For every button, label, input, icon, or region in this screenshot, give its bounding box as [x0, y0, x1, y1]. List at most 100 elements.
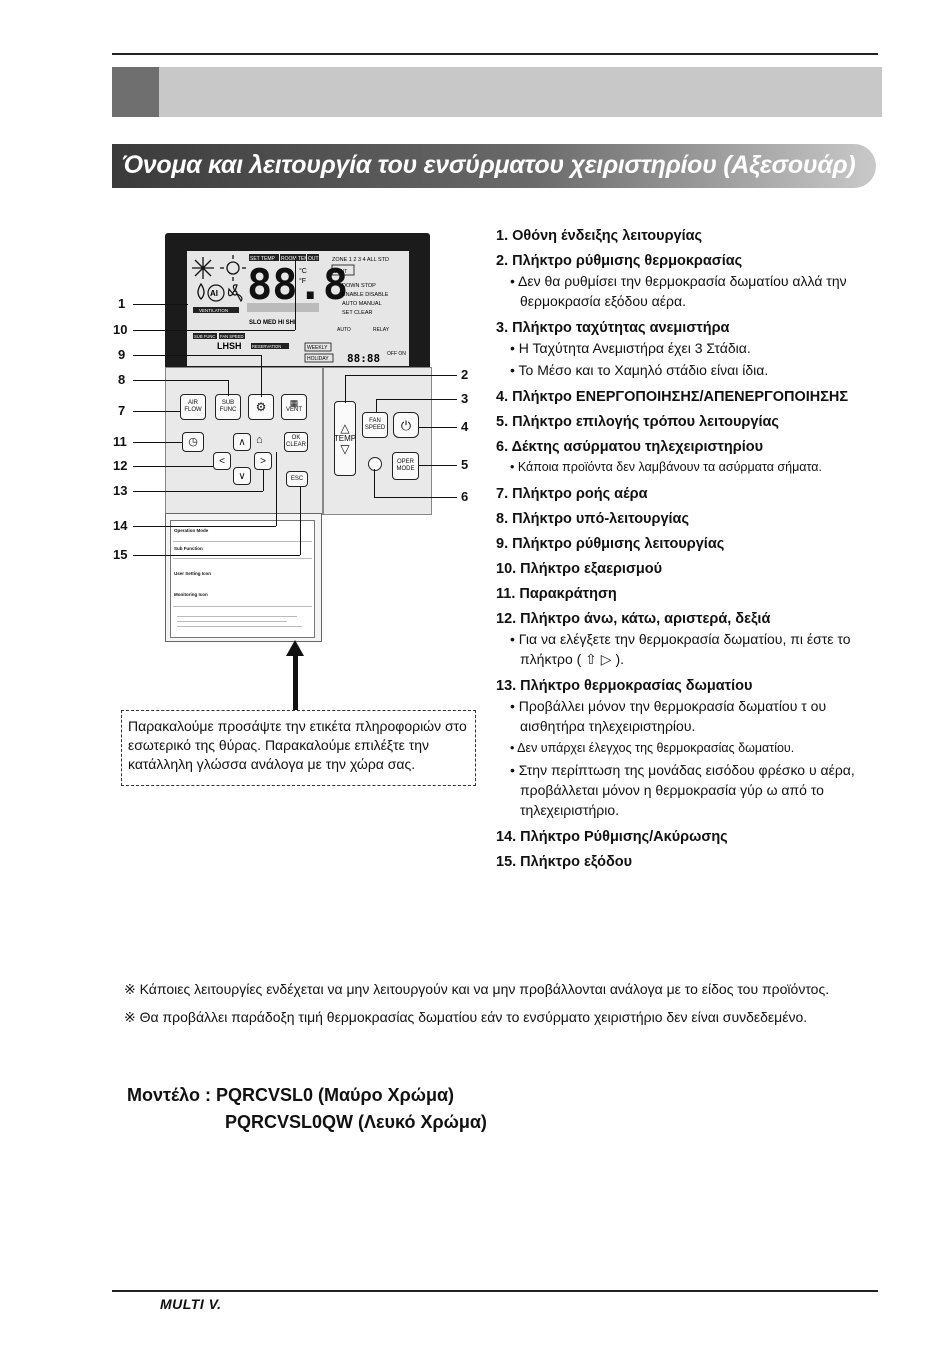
ai-icon	[207, 284, 225, 302]
wireless-receiver	[368, 457, 382, 471]
svg-text:°F: °F	[299, 277, 306, 285]
svg-text:SUB FUNC: SUB FUNC	[194, 334, 215, 339]
down-button[interactable]: ∨	[233, 467, 251, 485]
svg-text:AI: AI	[210, 289, 218, 298]
svg-text:RESERVATION: RESERVATION	[252, 344, 281, 349]
up-button[interactable]: ∧	[233, 433, 251, 451]
bottom-rule	[112, 1290, 878, 1292]
callout-11: 11	[113, 434, 127, 449]
list-item: 11. Παρακράτηση	[496, 586, 617, 602]
footnote: ※ Κάποιες λειτουργίες ενδέχεται να μην λ…	[124, 981, 830, 997]
arrow-up-icon	[286, 640, 304, 656]
power-icon: ⏻	[400, 417, 412, 433]
list-item: 2. Πλήκτρο ρύθμισης θερμοκρασίας• Δεν θα…	[496, 253, 847, 309]
callout-15: 15	[113, 547, 128, 562]
callout-8: 8	[118, 372, 126, 387]
list-item: 9. Πλήκτρο ρύθμισης λειτουργίας	[496, 536, 725, 552]
chevron-down-icon: ∨	[238, 470, 246, 482]
list-item: 4. Πλήκτρο ΕΝΕΡΓΟΠΟΙΗΣΗΣ/ΑΠΕΝΕΡΓΟΠΟΙΗΣΗΣ	[496, 389, 849, 405]
list-item: 6. Δέκτης ασύρματου τηλεχειριστηρίου• Κά…	[496, 439, 822, 474]
function-list: 1. Οθόνη ένδειξης λειτουργίας 2. Πλήκτρο…	[496, 228, 881, 879]
svg-text:ZONE 1 2 3 4 ALL STD: ZONE 1 2 3 4 ALL STD	[332, 257, 389, 263]
list-item: 12. Πλήκτρο άνω, κάτω, αριστερά, δεξιά• …	[496, 611, 851, 667]
callout-4: 4	[461, 419, 469, 434]
fan-icon	[227, 284, 243, 303]
callout-6: 6	[461, 489, 469, 504]
callout-5: 5	[461, 457, 469, 472]
chevron-left-icon: <	[219, 455, 225, 467]
svg-text:ROOM TEMP: ROOM TEMP	[281, 256, 312, 262]
chevron-up-icon: ∧	[238, 436, 246, 448]
callout-3: 3	[461, 391, 469, 406]
list-item: 7. Πλήκτρο ροής αέρα	[496, 486, 648, 502]
chevron-right-icon: >	[260, 455, 266, 467]
sub-func-button[interactable]: SUB FUNC	[215, 394, 241, 420]
multi-v-logo: MULTI V.	[160, 1296, 222, 1312]
list-item: 13. Πλήκτρο θερμοκρασίας δωματίου• Προβά…	[496, 678, 855, 818]
vent-button[interactable]: ▦VENT	[281, 394, 307, 420]
svg-text:OUT: OUT	[308, 256, 319, 262]
svg-text:°C: °C	[299, 267, 307, 275]
clock-icon: ◷	[188, 435, 198, 448]
svg-text:88:88: 88:88	[347, 352, 380, 365]
arrow-shaft	[293, 655, 298, 710]
svg-text:LHSH: LHSH	[217, 341, 242, 351]
svg-text:WEEKLY: WEEKLY	[307, 345, 328, 351]
title-banner: Όνομα και λειτουργία του ενσύρματου χειρ…	[112, 144, 876, 188]
fan-speed-button[interactable]: FAN SPEED	[362, 412, 388, 438]
temp-button[interactable]: △ TEMP ▽	[334, 401, 356, 476]
dry-icon	[197, 282, 205, 300]
callout-10: 10	[113, 322, 128, 337]
oper-mode-button[interactable]: OPER MODE	[392, 452, 419, 480]
list-item: 15. Πλήκτρο εξόδου	[496, 854, 633, 870]
footnote: ※ Θα προβάλλει παράδοξη τιμή θερμοκρασία…	[124, 1009, 808, 1025]
function-setting-button[interactable]: ⚙	[248, 394, 274, 420]
list-item: 5. Πλήκτρο επιλογής τρόπου λειτουργίας	[496, 414, 779, 430]
list-item: 10. Πλήκτρο εξαερισμού	[496, 561, 663, 577]
air-flow-button[interactable]: AIR FLOW	[180, 394, 206, 420]
callout-2: 2	[461, 367, 469, 382]
model-info: Μοντέλο : PQRCVSL0 (Μαύρο Χρώμα) PQRCVSL…	[127, 1085, 487, 1132]
svg-text:SET TEMP: SET TEMP	[250, 256, 275, 262]
power-button[interactable]: ⏻	[393, 412, 419, 438]
right-button[interactable]: >	[254, 452, 272, 470]
svg-text:SLO MED HI SHI: SLO MED HI SHI	[249, 320, 296, 326]
cooling-icon	[192, 257, 214, 279]
svg-text:AUTO: AUTO	[337, 327, 351, 333]
list-item: 8. Πλήκτρο υπό-λειτουργίας	[496, 511, 690, 527]
svg-text:VENT: VENT	[334, 269, 347, 275]
list-item: 14. Πλήκτρο Ρύθμισης/Ακύρωσης	[496, 829, 728, 845]
temperature-digits: 88.8	[247, 260, 348, 309]
svg-text:OFF ON: OFF ON	[387, 351, 406, 357]
section-header-tab	[112, 67, 159, 117]
footnotes: ※ Κάποιες λειτουργίες ενδέχεται να μην λ…	[124, 980, 884, 1036]
top-rule	[112, 53, 878, 55]
heating-icon	[220, 255, 246, 281]
callout-13: 13	[113, 483, 128, 498]
vent-icon: ▦	[289, 398, 299, 408]
esc-button[interactable]: ESC	[286, 471, 308, 487]
room-temp-icon: ⌂	[256, 434, 263, 446]
gear-icon: ⚙	[255, 399, 267, 414]
callout-9: 9	[118, 347, 126, 362]
left-button[interactable]: <	[213, 452, 231, 470]
callout-1: 1	[118, 296, 126, 311]
page-title: Όνομα και λειτουργία του ενσύρματου χειρ…	[122, 151, 856, 179]
ok-clear-button[interactable]: OK CLEAR	[284, 432, 308, 452]
svg-text:SET CLEAR: SET CLEAR	[342, 310, 372, 316]
callout-12: 12	[113, 458, 128, 473]
temp-up-icon: △	[340, 420, 350, 435]
info-sticker: Operation Mode Sub Function User Setting…	[170, 520, 315, 638]
list-item: 3. Πλήκτρο ταχύτητας ανεμιστήρα• Η Ταχύτ…	[496, 320, 769, 378]
svg-text:HOLIDAY: HOLIDAY	[307, 356, 329, 362]
operation-display-lcd: AI 88.8 °C °F SET TEMP ROOM TEMP OUT VEN…	[187, 251, 409, 366]
svg-text:AUTO MANUAL: AUTO MANUAL	[342, 301, 382, 307]
svg-text:DOWN STOP: DOWN STOP	[342, 283, 376, 289]
hold-button[interactable]: ◷	[182, 432, 204, 452]
callout-14: 14	[113, 518, 128, 533]
list-item: 1. Οθόνη ένδειξης λειτουργίας	[496, 228, 703, 244]
svg-text:FAN SPEED: FAN SPEED	[220, 334, 244, 339]
sticker-note-box: Παρακαλούμε προσάψτε την ετικέτα πληροφο…	[121, 710, 476, 786]
callout-7: 7	[118, 403, 126, 418]
svg-text:RELAY: RELAY	[373, 327, 390, 333]
